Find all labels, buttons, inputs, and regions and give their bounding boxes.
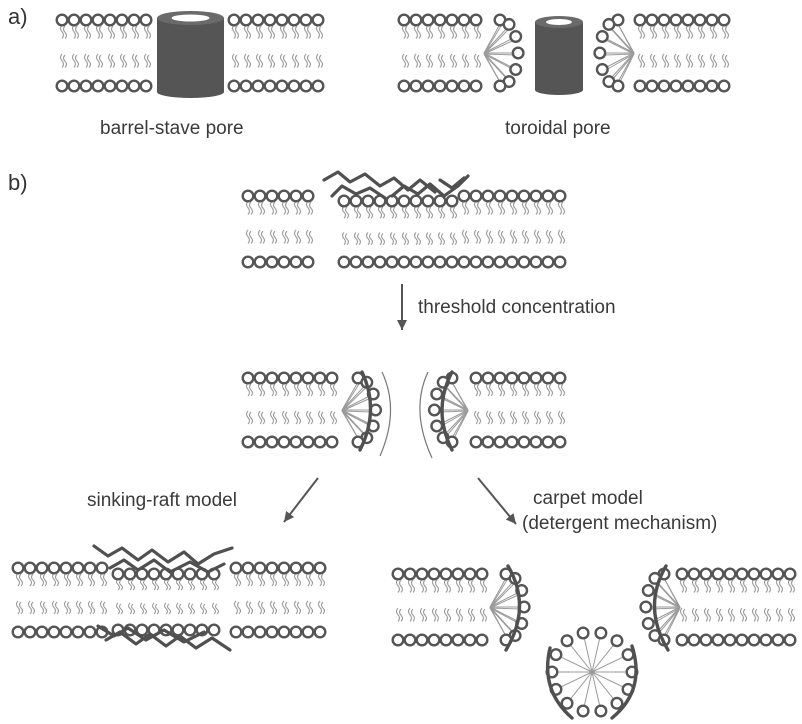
barrel-stave-right-bilayer xyxy=(229,15,324,92)
raft-bilayer-left xyxy=(13,563,108,638)
top-bilayer-middle xyxy=(339,196,458,268)
toroidal-left-bilayer xyxy=(399,15,482,92)
carpet-bilayer-left xyxy=(393,569,488,646)
barrel-stave-pore-cylinder xyxy=(157,11,224,98)
threshold-arrow xyxy=(397,284,407,330)
intermediate-left-bilayer xyxy=(243,373,338,448)
top-bilayer-left xyxy=(243,191,314,268)
raft-bilayer-right xyxy=(231,563,326,638)
intermediate-right-bilayer xyxy=(471,373,566,448)
carpet-left-rim xyxy=(490,569,529,646)
top-bilayer-right xyxy=(459,191,566,268)
raft-peptide-top-1 xyxy=(94,546,232,564)
threshold-label: threshold concentration xyxy=(418,297,616,319)
detergent-label: (detergent mechanism) xyxy=(522,513,717,535)
toroidal-label: toroidal pore xyxy=(505,118,611,140)
surface-peptide-4 xyxy=(440,178,464,188)
curved-arrow-left xyxy=(380,372,391,456)
carpet-label: carpet model xyxy=(533,488,643,510)
panel-b-label: b) xyxy=(8,170,28,196)
toroidal-right-rim xyxy=(595,15,634,92)
toroidal-pore-cylinder xyxy=(535,16,583,95)
raft-bilayer-middle xyxy=(113,569,220,636)
toroidal-right-bilayer xyxy=(635,15,730,92)
curved-arrow-right xyxy=(420,372,432,458)
sinking-raft-arrow xyxy=(284,478,318,522)
carpet-bilayer-right xyxy=(677,569,796,646)
barrel-stave-left-bilayer xyxy=(57,15,152,92)
toroidal-left-rim xyxy=(484,15,523,92)
barrel-stave-label: barrel-stave pore xyxy=(100,118,244,140)
carpet-arrow xyxy=(478,478,516,524)
panel-a-label: a) xyxy=(8,4,28,30)
intermediate-left-rim xyxy=(342,373,381,448)
sinking-raft-label: sinking-raft model xyxy=(87,490,237,512)
